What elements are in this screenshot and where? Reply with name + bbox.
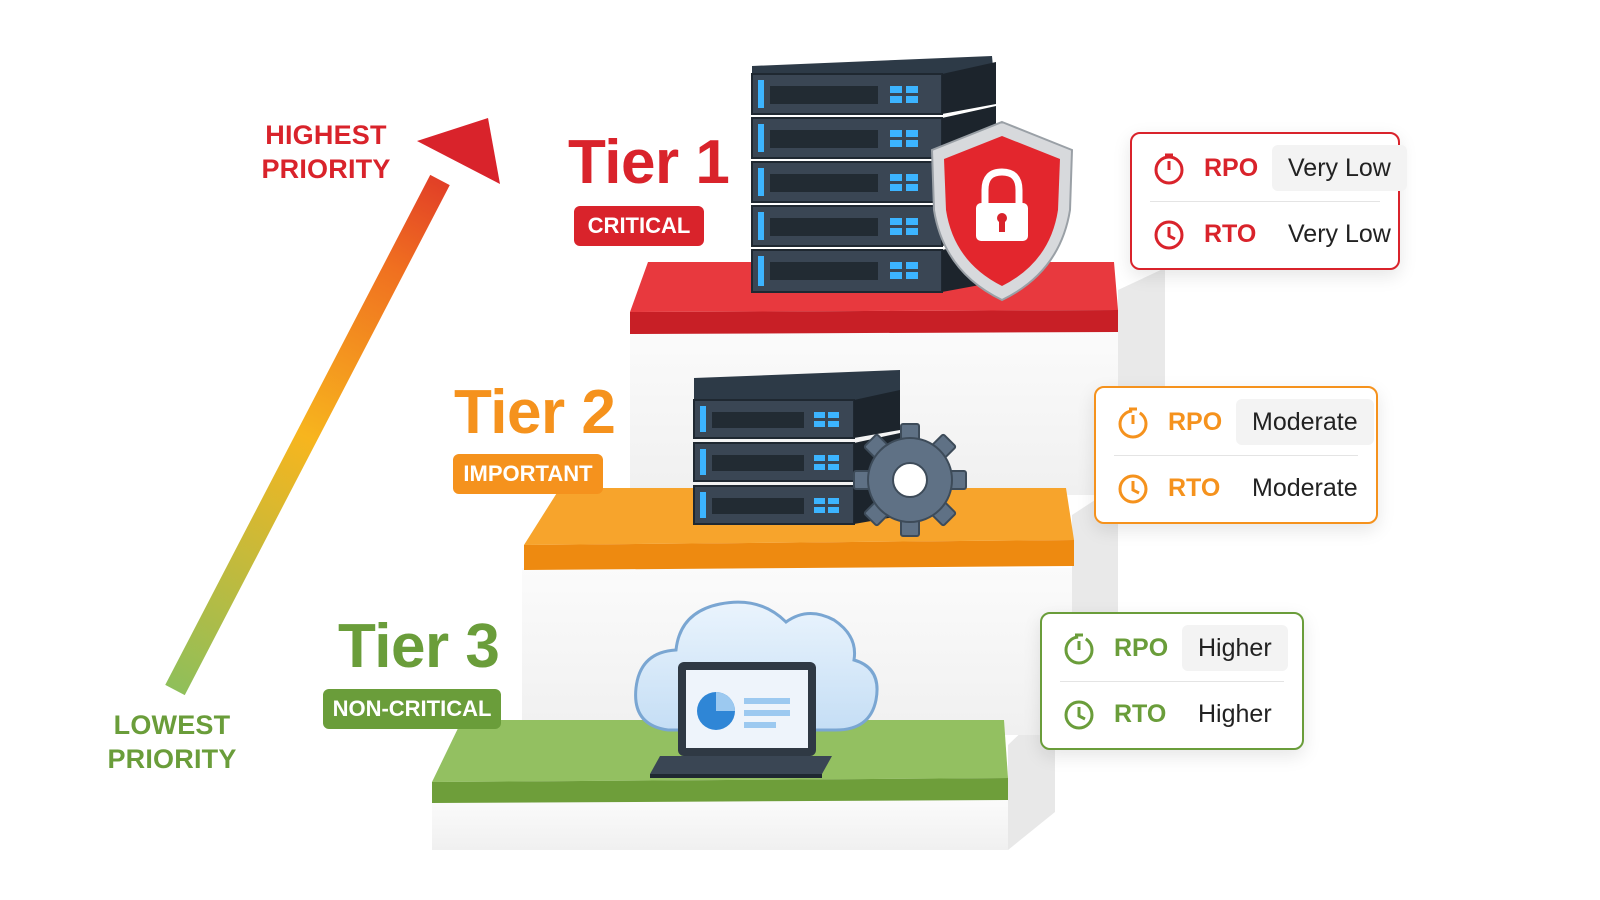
tier3-metrics-card: RPO Higher RTO Higher — [1040, 612, 1304, 750]
lowest-priority-line1: LOWEST — [113, 710, 231, 740]
timer-icon — [1154, 153, 1184, 185]
clock-icon — [1154, 220, 1184, 250]
tier3-title: Tier 3 — [338, 612, 500, 681]
highest-priority-label: HIGHEST PRIORITY — [236, 118, 416, 186]
tier2-badge: IMPORTANT — [453, 454, 603, 494]
timer-icon — [1064, 633, 1094, 665]
rto-label: RTO — [1204, 220, 1257, 248]
tier1-title: Tier 1 — [568, 128, 730, 197]
highest-priority-line1: HIGHEST — [265, 120, 387, 150]
rpo-label: RPO — [1114, 634, 1169, 662]
clock-icon — [1118, 474, 1148, 504]
gear-icon — [853, 423, 967, 537]
tier1-rpo-row: RPO Very Low — [1132, 136, 1407, 200]
clock-icon — [1064, 700, 1094, 730]
tier2-title: Tier 2 — [454, 378, 616, 447]
rpo-label: RPO — [1204, 154, 1259, 182]
tier3-badge: NON-CRITICAL — [323, 689, 501, 729]
tier3-rpo-row: RPO Higher — [1042, 616, 1302, 680]
rto-label: RTO — [1168, 474, 1221, 502]
rpo-value: Higher — [1182, 625, 1288, 671]
tier1-badge: CRITICAL — [574, 206, 704, 246]
tier2-rto-row: RTO Moderate — [1096, 456, 1376, 520]
metric-divider — [1060, 681, 1284, 682]
tier1-metrics-card: RPO Very Low RTO Very Low — [1130, 132, 1407, 270]
tier1-rto-row: RTO Very Low — [1132, 202, 1398, 266]
rto-label: RTO — [1114, 700, 1167, 728]
rto-value: Higher — [1198, 700, 1272, 728]
rto-value: Very Low — [1288, 220, 1391, 248]
lowest-priority-label: LOWEST PRIORITY — [82, 708, 262, 776]
tier2-metrics-card: RPO Moderate RTO Moderate — [1094, 386, 1378, 524]
rpo-label: RPO — [1168, 408, 1223, 436]
tier2-rpo-row: RPO Moderate — [1096, 390, 1376, 454]
lowest-priority-line2: PRIORITY — [107, 744, 237, 774]
metric-divider — [1150, 201, 1380, 202]
shield-lock-icon — [930, 120, 1074, 302]
rpo-value: Very Low — [1272, 145, 1407, 191]
metric-divider — [1114, 455, 1358, 456]
tier3-rto-row: RTO Higher — [1042, 682, 1302, 746]
rto-value: Moderate — [1252, 474, 1358, 502]
highest-priority-line2: PRIORITY — [261, 154, 391, 184]
timer-icon — [1118, 407, 1148, 439]
rpo-value: Moderate — [1236, 399, 1374, 445]
